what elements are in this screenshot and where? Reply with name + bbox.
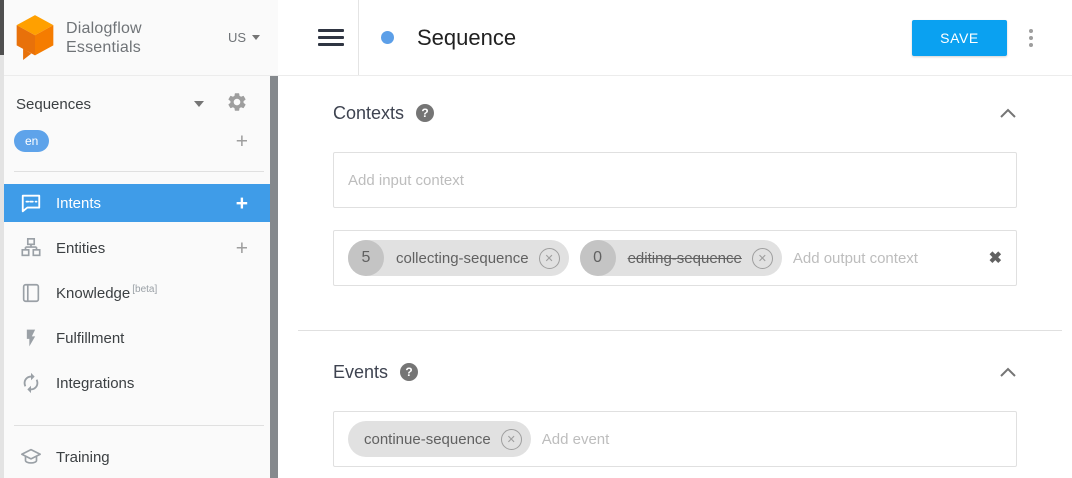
contexts-help-icon[interactable]: ? xyxy=(416,104,435,122)
agent-name: Sequences xyxy=(16,95,92,113)
remove-chip-icon[interactable]: ✕ xyxy=(751,247,773,269)
events-title: Events xyxy=(333,361,389,382)
sidebar-item-label: Training xyxy=(56,448,110,466)
sidebar-item-label: Knowledge[beta] xyxy=(56,284,158,302)
context-chip-label: collecting-sequence xyxy=(396,249,529,267)
brand-header: Dialogflow Essentials US xyxy=(0,0,278,76)
add-entity-button[interactable]: + xyxy=(235,236,248,260)
agent-selector[interactable]: Sequences xyxy=(0,87,278,121)
contexts-title: Contexts xyxy=(333,102,405,123)
output-context-chip: 0 editing-sequence ✕ xyxy=(579,240,782,276)
context-chip-label: editing-sequence xyxy=(627,249,742,267)
sidebar: Dialogflow Essentials US Sequences en + xyxy=(0,0,278,478)
intents-chat-bubble-icon xyxy=(20,192,42,214)
menu-hamburger-icon[interactable] xyxy=(318,29,344,46)
output-context-field[interactable]: 5 collecting-sequence ✕ 0 editing-sequen… xyxy=(333,230,1017,286)
language-badge[interactable]: en xyxy=(14,130,50,152)
browser-scrollbar[interactable] xyxy=(0,0,4,478)
intent-name-field[interactable]: Sequence xyxy=(417,24,517,50)
remove-chip-icon[interactable]: ✕ xyxy=(538,247,560,269)
remove-chip-icon[interactable]: ✕ xyxy=(500,428,522,450)
intent-editor: Contexts ? 5 collecting-sequence ✕ 0 edi… xyxy=(278,76,1072,478)
divider xyxy=(358,0,359,75)
events-section-header: Events ? xyxy=(333,359,1017,385)
region-label: US xyxy=(227,30,246,45)
caret-down-icon xyxy=(252,35,260,40)
main-panel: Sequence SAVE Contexts ? 5 collecting-se… xyxy=(278,0,1072,478)
sidebar-item-label: Entities xyxy=(56,239,106,257)
sidebar-item-fulfillment[interactable]: Fulfillment xyxy=(0,319,278,357)
browser-scrollbar-thumb[interactable] xyxy=(0,0,4,55)
context-lifespan-badge[interactable]: 0 xyxy=(579,240,616,276)
training-graduation-cap-icon xyxy=(20,446,42,468)
more-options-kebab-icon[interactable] xyxy=(1019,28,1043,47)
sidebar-item-label: Intents xyxy=(56,194,102,212)
region-selector[interactable]: US xyxy=(228,30,266,45)
sidebar-item-training[interactable]: Training xyxy=(0,438,278,476)
divider xyxy=(14,425,264,426)
entities-tree-icon xyxy=(20,237,42,259)
language-row: en + xyxy=(0,121,278,161)
event-chip: continue-sequence ✕ xyxy=(348,421,531,457)
add-intent-button[interactable]: + xyxy=(235,191,248,215)
brand-name: Dialogflow Essentials xyxy=(66,19,142,56)
fulfillment-lightning-icon xyxy=(20,327,42,349)
sidebar-item-label: Fulfillment xyxy=(56,329,125,347)
add-language-button[interactable]: + xyxy=(235,129,248,153)
dialogflow-logo-icon xyxy=(16,14,54,60)
divider xyxy=(14,171,264,172)
caret-down-icon xyxy=(194,101,204,107)
sidebar-nav: Sequences en + Intents + xyxy=(0,76,278,478)
events-collapse-chevron-icon[interactable] xyxy=(999,367,1017,378)
contexts-section-header: Contexts ? xyxy=(333,100,1017,126)
save-button[interactable]: SAVE xyxy=(912,19,1007,56)
contexts-collapse-chevron-icon[interactable] xyxy=(999,108,1017,119)
sidebar-item-label: Integrations xyxy=(56,374,135,392)
event-input[interactable] xyxy=(541,430,1002,448)
sidebar-scrollbar[interactable] xyxy=(270,76,278,478)
intent-status-dot xyxy=(381,31,394,44)
intent-header: Sequence SAVE xyxy=(278,0,1072,76)
output-context-input[interactable] xyxy=(792,249,977,267)
input-context-input[interactable] xyxy=(348,171,1002,189)
context-lifespan-badge[interactable]: 5 xyxy=(348,240,384,276)
sidebar-item-integrations[interactable]: Integrations xyxy=(0,364,278,402)
input-context-field[interactable] xyxy=(333,152,1017,208)
events-help-icon[interactable]: ? xyxy=(400,363,419,381)
agent-settings-gear-icon[interactable] xyxy=(226,91,248,118)
clear-output-contexts-icon[interactable]: ✖ xyxy=(988,250,1002,267)
output-context-chip: 5 collecting-sequence ✕ xyxy=(348,240,569,276)
divider xyxy=(298,330,1062,331)
sidebar-item-intents[interactable]: Intents + xyxy=(0,184,278,222)
beta-tag: [beta] xyxy=(132,284,158,295)
knowledge-book-icon xyxy=(20,282,42,304)
sidebar-item-knowledge[interactable]: Knowledge[beta] xyxy=(0,274,278,312)
sidebar-item-entities[interactable]: Entities + xyxy=(0,229,278,267)
integrations-sync-icon xyxy=(20,372,42,394)
event-chip-label: continue-sequence xyxy=(364,430,491,448)
events-field[interactable]: continue-sequence ✕ xyxy=(333,411,1017,467)
